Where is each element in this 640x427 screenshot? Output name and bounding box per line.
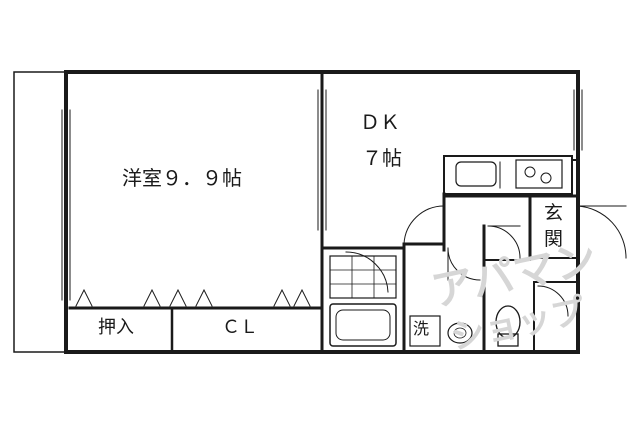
toilet <box>495 305 521 339</box>
western-room-label: 洋室９．９帖 <box>122 166 242 190</box>
wash-basin <box>447 322 473 344</box>
washer-label: 洗 <box>413 319 430 338</box>
dk-label: ＤＫ <box>360 110 400 134</box>
entrance-label-bottom: 関 <box>544 228 564 250</box>
sink <box>455 161 497 187</box>
closet-label: ＣＬ <box>222 317 258 338</box>
dk-size-label: ７帖 <box>362 146 402 170</box>
bathtub <box>329 303 397 347</box>
kitchen-counter <box>443 155 573 195</box>
washer-space <box>409 315 441 347</box>
entrance-label-top: 玄 <box>544 202 564 224</box>
balcony <box>13 71 67 353</box>
stove <box>515 159 563 189</box>
oshiire-label: 押入 <box>98 317 134 338</box>
bath-floor <box>329 255 397 299</box>
